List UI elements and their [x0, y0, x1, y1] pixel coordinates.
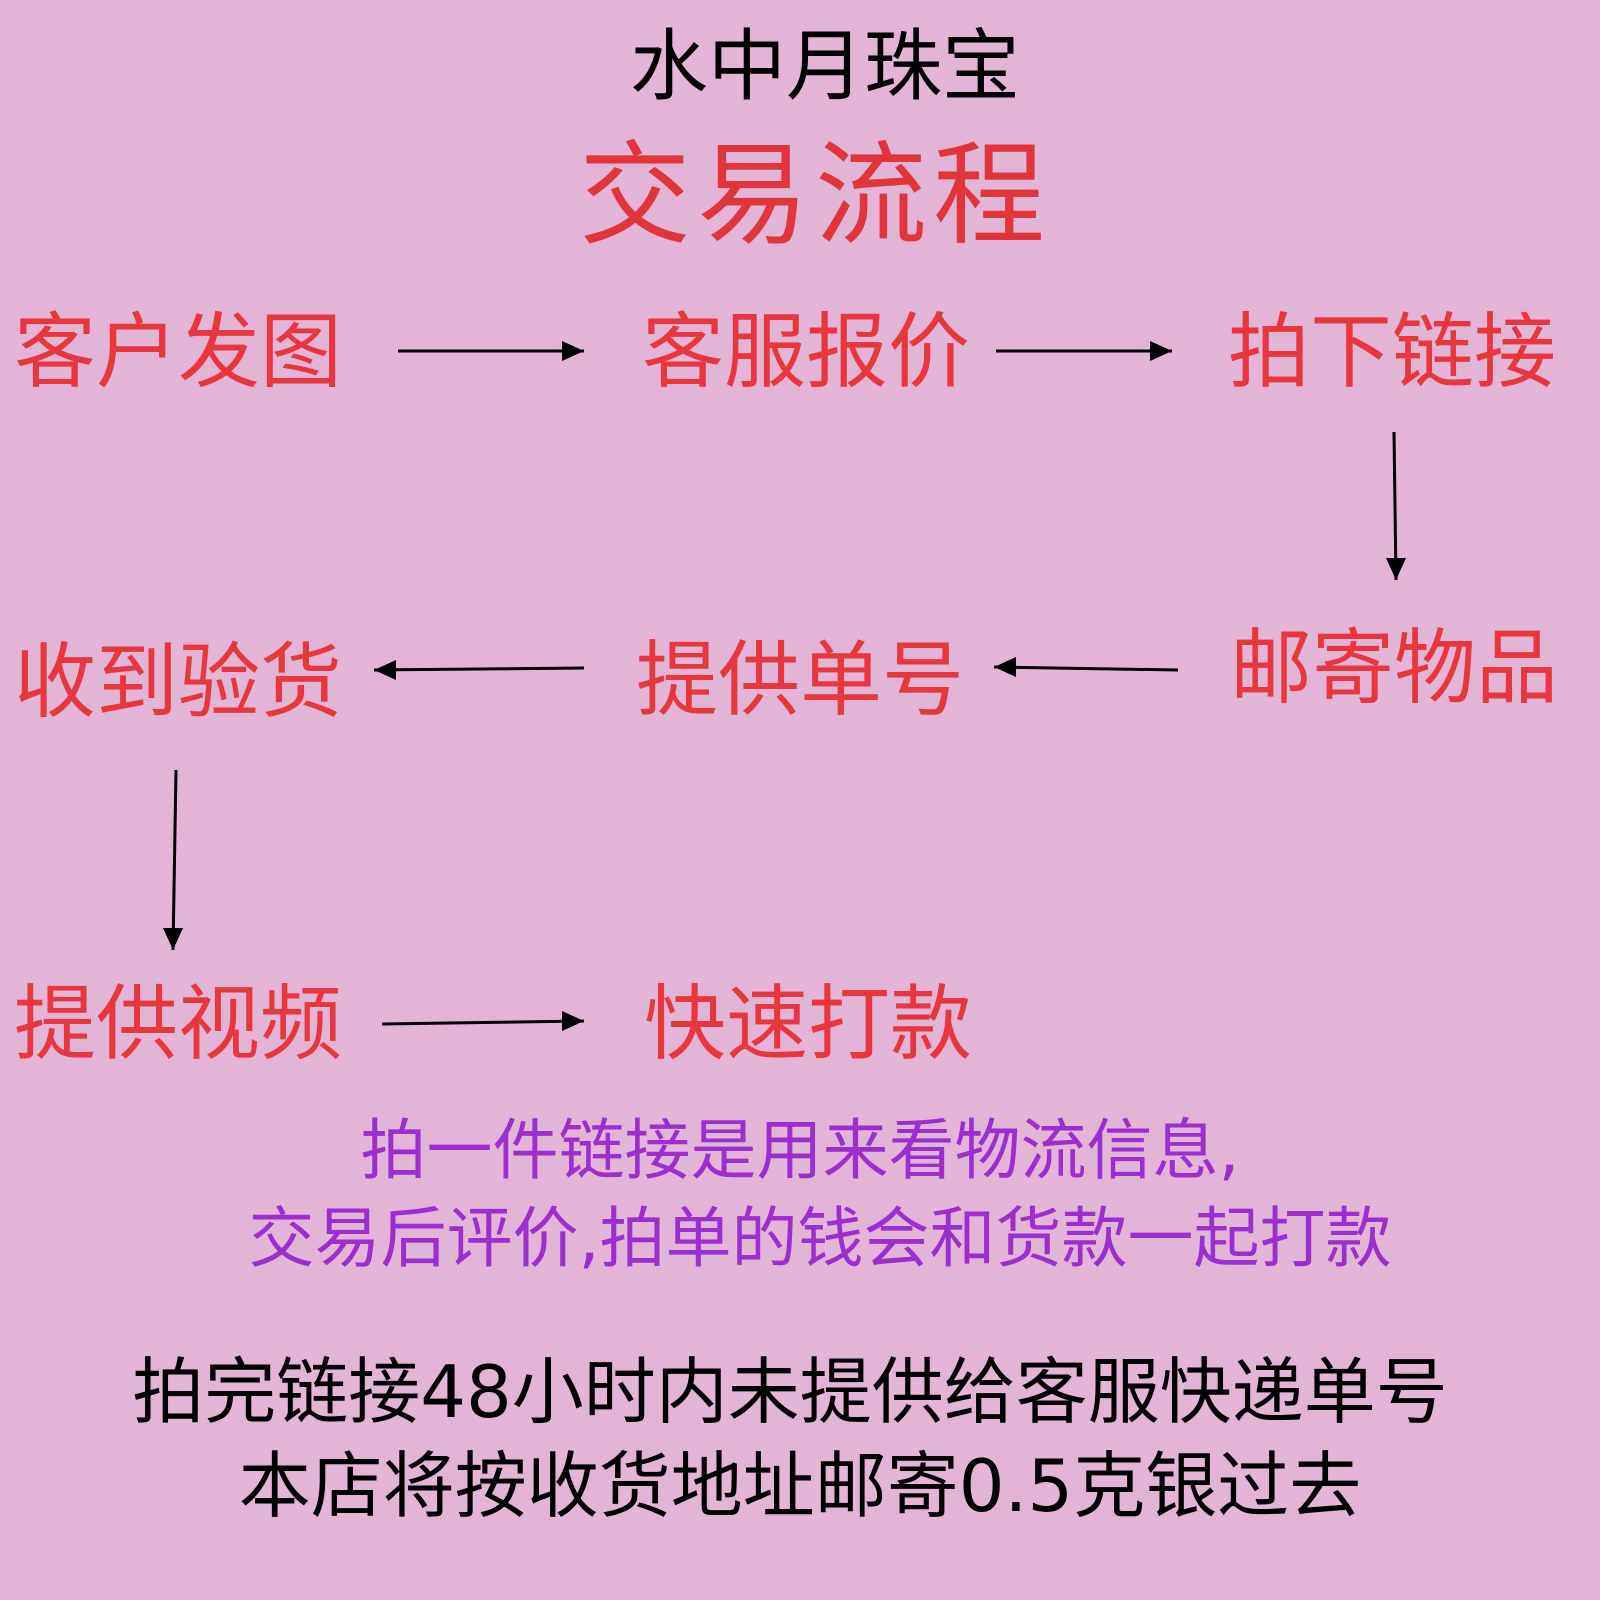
- arrow-step6-to-step7: [171, 769, 178, 951]
- brand-name: 水中月珠宝: [629, 22, 1020, 112]
- arrow-step7-to-step8: [381, 1019, 585, 1026]
- step-receive-inspect: 收到验货: [14, 635, 343, 730]
- rule-line-2: 本店将按收货地址邮寄0.5克银过去: [238, 1444, 1362, 1528]
- note-line-2: 交易后评价,拍单的钱会和货款一起打款: [248, 1200, 1392, 1277]
- arrowhead-right-2: [1150, 341, 1172, 361]
- step-place-order-link: 拍下链接: [1228, 305, 1557, 400]
- arrow-step3-to-step4: [1392, 431, 1398, 581]
- step-service-quote: 客服报价: [642, 305, 971, 400]
- arrowhead-left-1: [994, 657, 1016, 677]
- rule-line-1: 拍完链接48小时内未提供给客服快递单号: [132, 1350, 1448, 1434]
- step-fast-payment: 快速打款: [644, 977, 973, 1072]
- step-provide-tracking-number: 提供单号: [636, 633, 965, 728]
- arrowhead-left-2: [374, 660, 396, 680]
- step-customer-sends-image: 客户发图: [14, 305, 343, 400]
- arrowhead-down-2: [163, 928, 183, 950]
- step-mail-item: 邮寄物品: [1230, 621, 1559, 716]
- arrowhead-right-1: [562, 341, 584, 361]
- note-line-1: 拍一件链接是用来看物流信息,: [360, 1112, 1240, 1189]
- arrowhead-right-3: [562, 1011, 584, 1031]
- page-title: 交易流程: [579, 131, 1051, 261]
- step-provide-video: 提供视频: [14, 977, 343, 1072]
- arrow-step4-to-step5: [993, 665, 1179, 672]
- arrow-step5-to-step6: [373, 666, 585, 672]
- arrowhead-down-1: [1386, 558, 1406, 580]
